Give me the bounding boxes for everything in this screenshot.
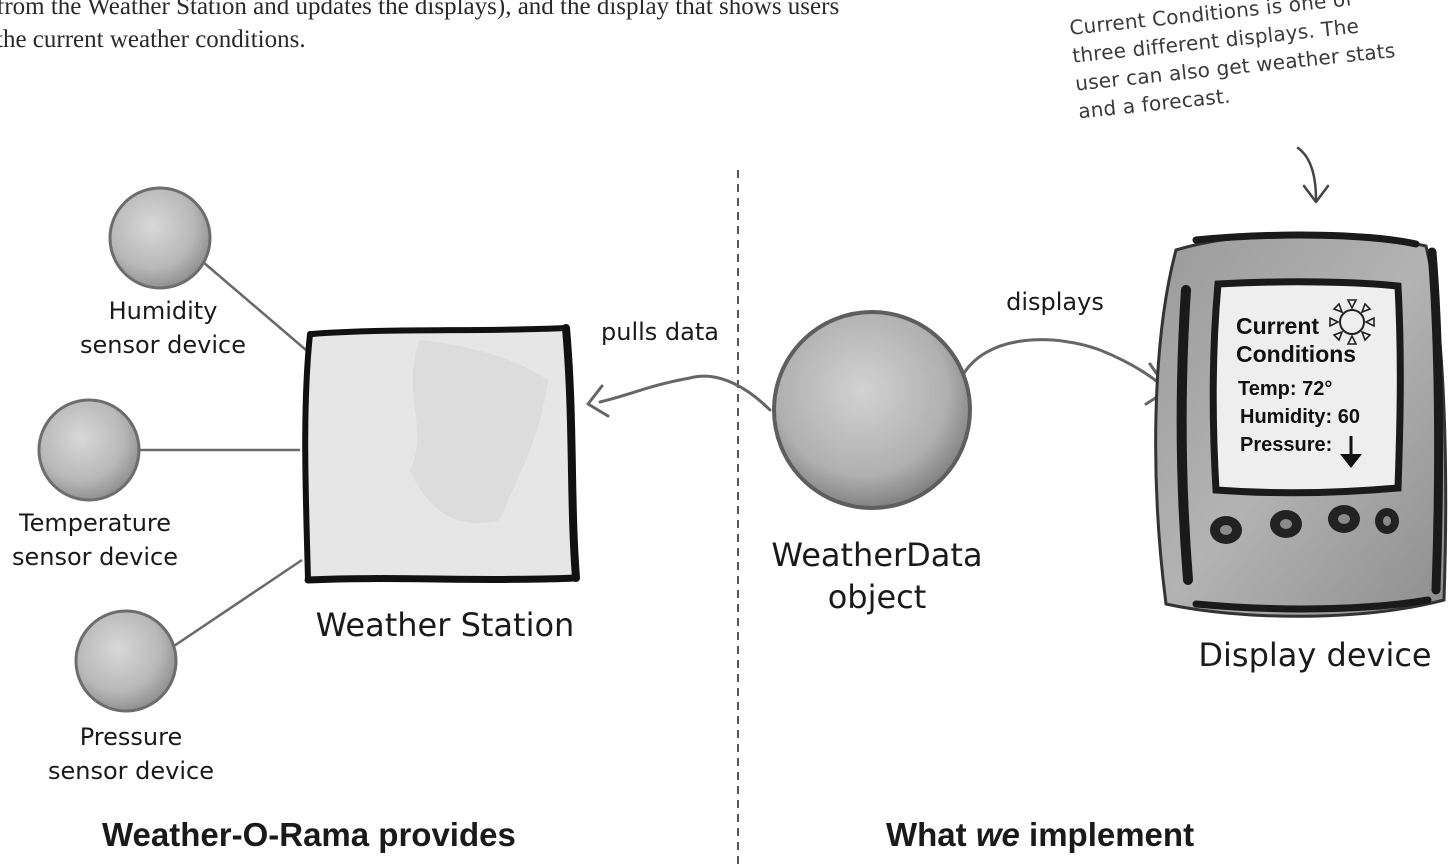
temperature-sensor-label: Temperature sensor device: [0, 506, 210, 574]
displays-label: displays: [1006, 288, 1104, 316]
pressure-label-line2: sensor device: [48, 757, 214, 785]
weather-station-label: Weather Station: [315, 606, 575, 644]
screen-title-line1: Current: [1236, 313, 1320, 339]
sun-icon: [1329, 299, 1375, 345]
pressure-sensor-label: Pressure sensor device: [16, 720, 246, 788]
weatherdata-label: WeatherData object: [752, 534, 1002, 618]
weatherdata-label-line1: WeatherData: [771, 536, 983, 574]
screen-pressure: Pressure:: [1240, 434, 1333, 456]
pulls-data-arrow: [586, 374, 772, 418]
footer-right-pre: What: [886, 816, 976, 853]
displays-arrow: [958, 338, 1170, 406]
temperature-sensor-circle: [37, 398, 141, 502]
pulls-data-label: pulls data: [601, 318, 719, 346]
pressure-sensor-circle: [74, 609, 178, 713]
footer-left: Weather-O-Rama provides: [102, 816, 516, 853]
humidity-label-line1: Humidity: [108, 297, 218, 325]
temperature-label-line1: Temperature: [18, 509, 172, 537]
intro-line-1: from the Weather Station and updates the…: [0, 0, 840, 20]
intro-line-2: the current weather conditions.: [0, 26, 306, 53]
screen-humidity: Humidity: 60: [1240, 406, 1361, 428]
footer-right: What we implement: [886, 816, 1194, 854]
weather-station-box: [302, 324, 580, 584]
footer-right-post: implement: [1019, 816, 1195, 853]
display-device-label: Display device: [1198, 636, 1432, 674]
screen-title-line2: Conditions: [1236, 341, 1357, 367]
arrow-down-icon: [1340, 436, 1362, 468]
humidity-sensor-circle: [108, 186, 212, 290]
pressure-connector: [167, 558, 303, 652]
temperature-label-line2: sensor device: [12, 543, 178, 571]
humidity-connector: [202, 261, 307, 351]
footer-right-emphasis: we: [975, 816, 1020, 853]
screen-temp: Temp: 72°: [1238, 378, 1333, 400]
intro-text: from the Weather Station and updates the…: [0, 0, 1076, 56]
humidity-label-line2: sensor device: [80, 331, 246, 359]
weatherdata-circle: [772, 310, 972, 510]
note-arrow: [1296, 146, 1330, 204]
weatherdata-label-line2: object: [827, 578, 927, 616]
humidity-sensor-label: Humidity sensor device: [48, 294, 278, 362]
pressure-label-line1: Pressure: [79, 723, 183, 751]
screen-title: Current Conditions: [1236, 312, 1356, 368]
